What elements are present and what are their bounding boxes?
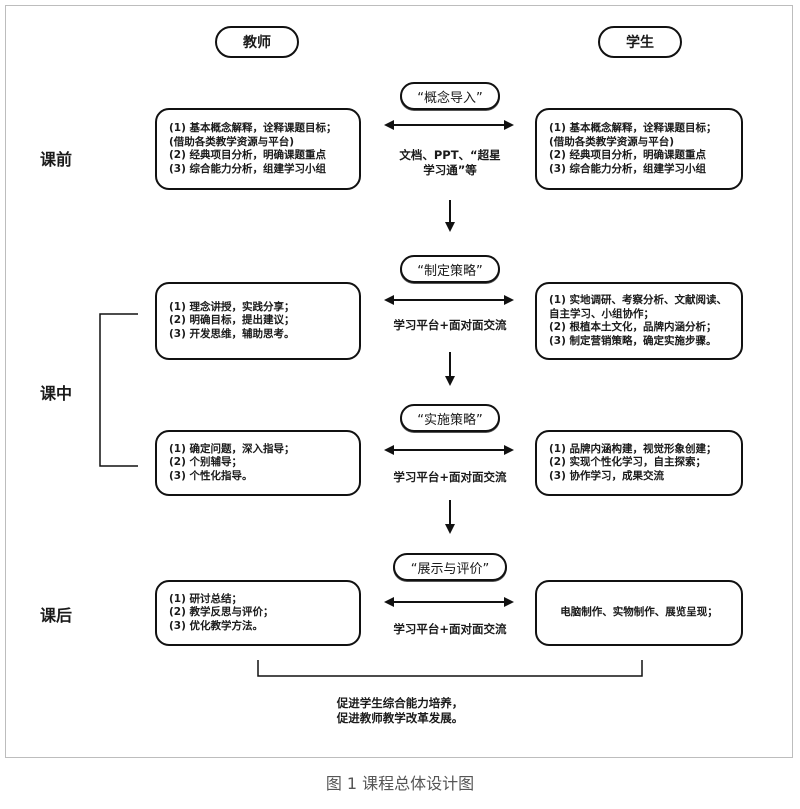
figure-caption: 图 1 课程总体设计图 <box>325 774 475 793</box>
student-item: (借助各类教学资源与平台) <box>549 135 675 148</box>
teacher-item: (2) 明确目标，提出建议； <box>169 314 295 327</box>
student-box-1: (1) 基本概念解释，诠释课题目标； (借助各类教学资源与平台) (2) 经典项… <box>535 108 743 190</box>
teacher-box-3: (1) 确定问题，深入指导； (2) 个别辅导； (3) 个性化指导。 <box>155 430 361 496</box>
teacher-header: 教师 <box>215 26 299 58</box>
student-header: 学生 <box>598 26 682 58</box>
teacher-box-1: (1) 基本概念解释，诠释课题目标； (借助各类教学资源与平台) (2) 经典项… <box>155 108 361 190</box>
student-item: (3) 协作学习，成果交流 <box>549 469 665 482</box>
teacher-item: (1) 确定问题，深入指导； <box>169 442 295 455</box>
outcome-line: 促进学生综合能力培养， <box>336 696 464 710</box>
teacher-box-2: (1) 理念讲授，实践分享； (2) 明确目标，提出建议； (3) 开发思维，辅… <box>155 282 361 360</box>
channel-1: 文档、PPT、“超星 学习通”等 <box>382 148 518 178</box>
teacher-item: (2) 教学反思与评价； <box>169 606 274 619</box>
diagram-frame <box>5 5 793 758</box>
teacher-item: (2) 经典项目分析，明确课题重点 <box>169 149 327 161</box>
channel-line: 文档、PPT、“超星 <box>399 148 501 162</box>
stage-label-2: “制定策略” <box>400 255 500 283</box>
phase-before: 课前 <box>40 150 73 169</box>
student-item: 自主学习、小组协作； <box>549 307 654 320</box>
student-box-4: 电脑制作、实物制作、展览呈现； <box>535 580 743 646</box>
stage-label-4: “展示与评价” <box>393 553 507 581</box>
stage-label-3: “实施策略” <box>400 404 500 432</box>
teacher-item: (2) 个别辅导； <box>169 456 243 469</box>
teacher-item: (1) 基本概念解释，诠释课题目标； <box>169 122 337 134</box>
student-item: (1) 品牌内涵构建，视觉形象创建； <box>549 442 717 455</box>
student-box-2: (1) 实地调研、考察分析、文献阅读、 自主学习、小组协作； (2) 根植本土文… <box>535 282 743 360</box>
teacher-item: (3) 开发思维，辅助思考。 <box>169 327 295 340</box>
teacher-item: (1) 研讨总结； <box>169 592 243 605</box>
during-bracket <box>99 313 138 467</box>
outcome-line: 促进教师教学改革发展。 <box>336 711 464 725</box>
channel-4: 学习平台+面对面交流 <box>382 622 518 637</box>
channel-line: 学习平台+面对面交流 <box>393 318 507 332</box>
bottom-bracket <box>257 660 643 677</box>
teacher-box-4: (1) 研讨总结； (2) 教学反思与评价； (3) 优化教学方法。 <box>155 580 361 646</box>
stage-label-1: “概念导入” <box>400 82 500 110</box>
student-item: (2) 根植本土文化，品牌内涵分析； <box>549 321 717 333</box>
teacher-item: (3) 优化教学方法。 <box>169 619 264 632</box>
student-item: (1) 基本概念解释，诠释课题目标； <box>549 122 717 134</box>
channel-line: 学习平台+面对面交流 <box>393 622 507 636</box>
student-item: 电脑制作、实物制作、展览呈现； <box>560 606 718 619</box>
channel-line: 学习平台+面对面交流 <box>393 470 507 484</box>
student-item: (1) 实地调研、考察分析、文献阅读、 <box>549 294 728 306</box>
teacher-item: (1) 理念讲授，实践分享； <box>169 300 295 313</box>
student-item: (2) 经典项目分析，明确课题重点 <box>549 149 707 161</box>
channel-2: 学习平台+面对面交流 <box>382 318 518 333</box>
channel-3: 学习平台+面对面交流 <box>382 470 518 485</box>
student-box-3: (1) 品牌内涵构建，视觉形象创建； (2) 实现个性化学习，自主探索； (3)… <box>535 430 743 496</box>
student-item: (3) 综合能力分析，组建学习小组 <box>549 162 707 175</box>
phase-during: 课中 <box>40 384 73 403</box>
student-item: (3) 制定营销策略，确定实施步骤。 <box>549 334 717 347</box>
teacher-item: (借助各类教学资源与平台) <box>169 135 295 148</box>
teacher-item: (3) 综合能力分析，组建学习小组 <box>169 162 327 175</box>
student-item: (2) 实现个性化学习，自主探索； <box>549 456 707 469</box>
channel-line: 学习通”等 <box>423 163 477 177</box>
phase-after: 课后 <box>40 606 73 625</box>
outcome-text: 促进学生综合能力培养， 促进教师教学改革发展。 <box>0 696 800 726</box>
teacher-item: (3) 个性化指导。 <box>169 469 253 482</box>
